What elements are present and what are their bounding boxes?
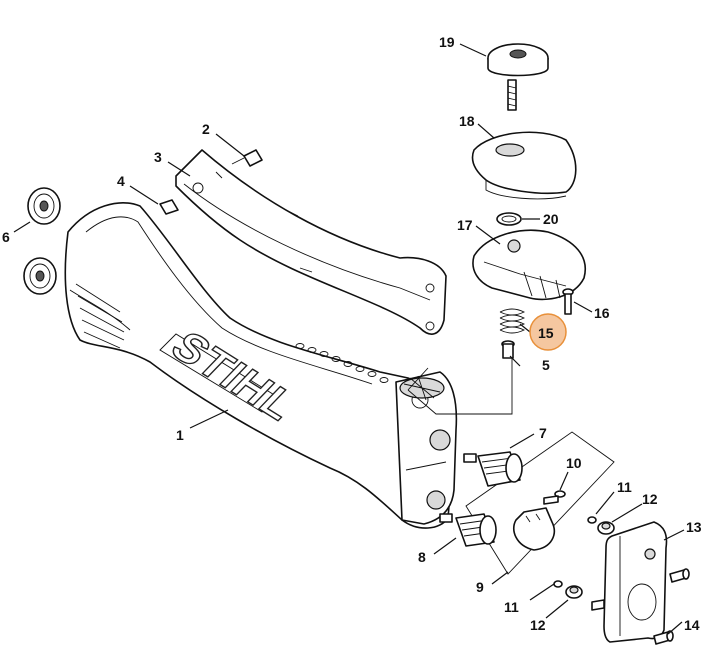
- bearing-upper[interactable]: [27, 187, 61, 225]
- label-2[interactable]: 2: [202, 121, 210, 137]
- label-17[interactable]: 17: [457, 217, 473, 233]
- label-12-upper[interactable]: 12: [642, 491, 658, 507]
- label-18[interactable]: 18: [459, 113, 475, 129]
- screw-16[interactable]: [562, 288, 574, 315]
- screw-10[interactable]: [543, 490, 566, 505]
- label-11-upper[interactable]: 11: [617, 479, 632, 495]
- knob-19[interactable]: [487, 43, 549, 111]
- bearing-lower[interactable]: [23, 257, 57, 295]
- screw-14-upper[interactable]: [669, 568, 690, 583]
- washer-11-lower[interactable]: [553, 580, 563, 588]
- clamp[interactable]: [512, 507, 556, 551]
- highlight-circle-15: [529, 313, 567, 351]
- cover-strip[interactable]: [175, 149, 447, 335]
- label-7[interactable]: 7: [539, 425, 547, 441]
- screw-2[interactable]: [231, 149, 263, 167]
- label-6[interactable]: 6: [2, 229, 10, 245]
- label-5[interactable]: 5: [542, 357, 550, 373]
- label-10[interactable]: 10: [566, 455, 582, 471]
- label-11-lower[interactable]: 11: [504, 599, 519, 615]
- screw-14-lower[interactable]: [653, 630, 674, 645]
- label-13[interactable]: 13: [686, 519, 702, 535]
- label-20[interactable]: 20: [543, 211, 559, 227]
- label-1[interactable]: 1: [176, 427, 184, 443]
- label-14[interactable]: 14: [684, 617, 700, 633]
- label-15[interactable]: 15: [538, 325, 554, 341]
- bracket-17[interactable]: [472, 229, 587, 301]
- assembly-guide-line: [407, 358, 513, 415]
- pin-5[interactable]: [501, 340, 515, 359]
- roller-7[interactable]: [463, 451, 523, 487]
- side-plate-13[interactable]: [591, 521, 668, 643]
- label-4[interactable]: 4: [117, 173, 125, 189]
- label-3[interactable]: 3: [154, 149, 162, 165]
- bushing-12-upper[interactable]: [597, 521, 615, 535]
- spring-15[interactable]: [499, 308, 526, 334]
- part-labels: 1 2 3 4 5 6 7 8 9 10 11 12 13 14 15 16 1…: [2, 34, 702, 633]
- leader-lines: [13, 43, 685, 635]
- square-nut-4[interactable]: [159, 199, 179, 215]
- label-19[interactable]: 19: [439, 34, 455, 50]
- bushing-12-lower[interactable]: [565, 585, 583, 599]
- grip-holes: [295, 343, 389, 383]
- o-ring-20[interactable]: [496, 212, 522, 226]
- washer-11-upper[interactable]: [587, 516, 597, 524]
- roller-8[interactable]: [439, 513, 497, 547]
- cover-18[interactable]: [471, 131, 577, 200]
- plate-9-outline: [465, 431, 615, 575]
- label-8[interactable]: 8: [418, 549, 426, 565]
- label-9[interactable]: 9: [476, 579, 484, 595]
- label-16[interactable]: 16: [594, 305, 610, 321]
- label-12-lower[interactable]: 12: [530, 617, 546, 633]
